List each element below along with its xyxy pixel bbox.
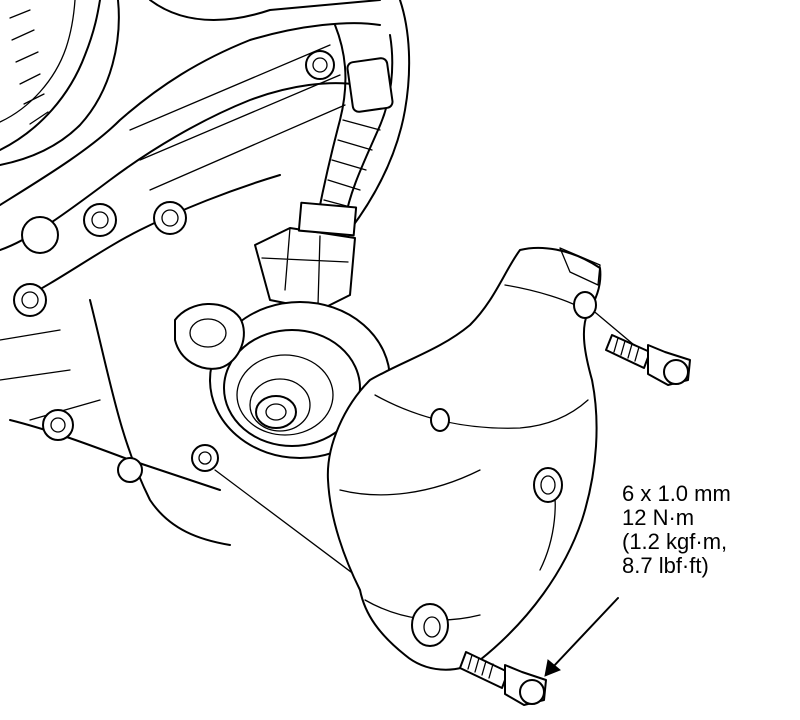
engine-housing xyxy=(0,0,411,546)
bolt-torque-spec: 6 x 1.0 mm 12 N·m (1.2 kgf·m, 8.7 lbf·ft… xyxy=(622,482,792,578)
torque-nm-label: 12 N·m xyxy=(622,505,695,530)
upper-bolt xyxy=(605,334,691,386)
torque-lbfft-label: 8.7 lbf·ft) xyxy=(622,553,709,578)
switch-cover xyxy=(326,246,602,671)
torque-kgfm-label: (1.2 kgf·m, xyxy=(622,529,728,554)
torque-callout-arrow xyxy=(544,597,619,677)
bolt-size-label: 6 x 1.0 mm xyxy=(622,481,731,506)
lower-bolt xyxy=(459,651,547,706)
electrical-connector xyxy=(254,201,358,311)
wire-harness xyxy=(317,24,394,221)
